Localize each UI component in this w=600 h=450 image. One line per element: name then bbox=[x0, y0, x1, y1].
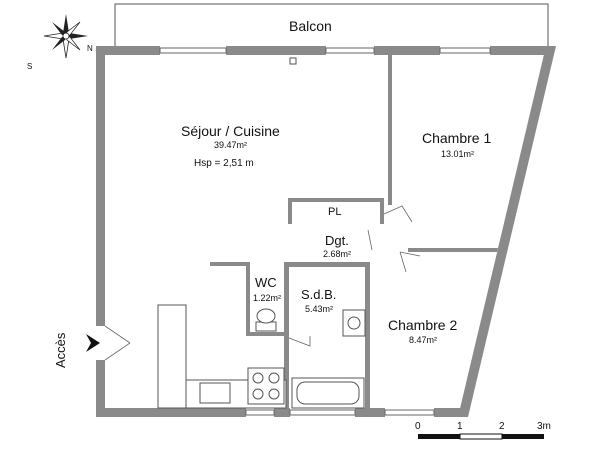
sink-icon bbox=[342, 309, 366, 337]
room-sejour-area: 39.47m² bbox=[214, 140, 248, 150]
scale-bar bbox=[418, 433, 544, 440]
room-dgt-area: 2.68m² bbox=[323, 249, 352, 259]
room-sdb-area: 5.43m² bbox=[305, 304, 334, 314]
toilet-icon bbox=[255, 308, 277, 332]
balcony-label: Balcon bbox=[289, 18, 332, 34]
entrance-label: Accès bbox=[53, 332, 68, 368]
scale-label-0: 0 bbox=[415, 421, 421, 432]
exterior-walls bbox=[96, 46, 556, 417]
room-wc-name: WC bbox=[255, 275, 277, 290]
balcony-outline bbox=[114, 3, 549, 46]
room-wc-area: 1.22m² bbox=[253, 293, 282, 303]
room-dgt-name: Dgt. bbox=[325, 233, 349, 248]
bathtub-icon bbox=[291, 377, 365, 409]
scale-label-3: 3m bbox=[537, 421, 551, 432]
scale-label-1: 1 bbox=[457, 421, 463, 432]
room-chambre1-area: 13.01m² bbox=[441, 149, 475, 159]
entrance-arrow-icon bbox=[86, 334, 100, 352]
windows bbox=[159, 47, 491, 416]
compass-icon bbox=[43, 14, 88, 59]
doors bbox=[104, 205, 421, 361]
room-sdb-name: S.d.B. bbox=[301, 287, 337, 302]
room-chambre2-area: 8.47m² bbox=[409, 335, 438, 345]
room-chambre1-name: Chambre 1 bbox=[422, 130, 492, 146]
room-pl-name: PL bbox=[328, 206, 342, 218]
interior-walls bbox=[210, 55, 498, 408]
kitchen-counter bbox=[157, 304, 287, 409]
room-chambre2-name: Chambre 2 bbox=[388, 317, 458, 333]
vents bbox=[289, 57, 297, 65]
scale-label-2: 2 bbox=[499, 421, 505, 432]
room-sejour-hsp: Hsp = 2,51 m bbox=[194, 158, 254, 169]
compass-south-label: S bbox=[27, 62, 33, 71]
cooktop-icon bbox=[252, 372, 280, 400]
room-sejour-name: Séjour / Cuisine bbox=[181, 123, 280, 139]
compass-north-label: N bbox=[87, 44, 93, 53]
